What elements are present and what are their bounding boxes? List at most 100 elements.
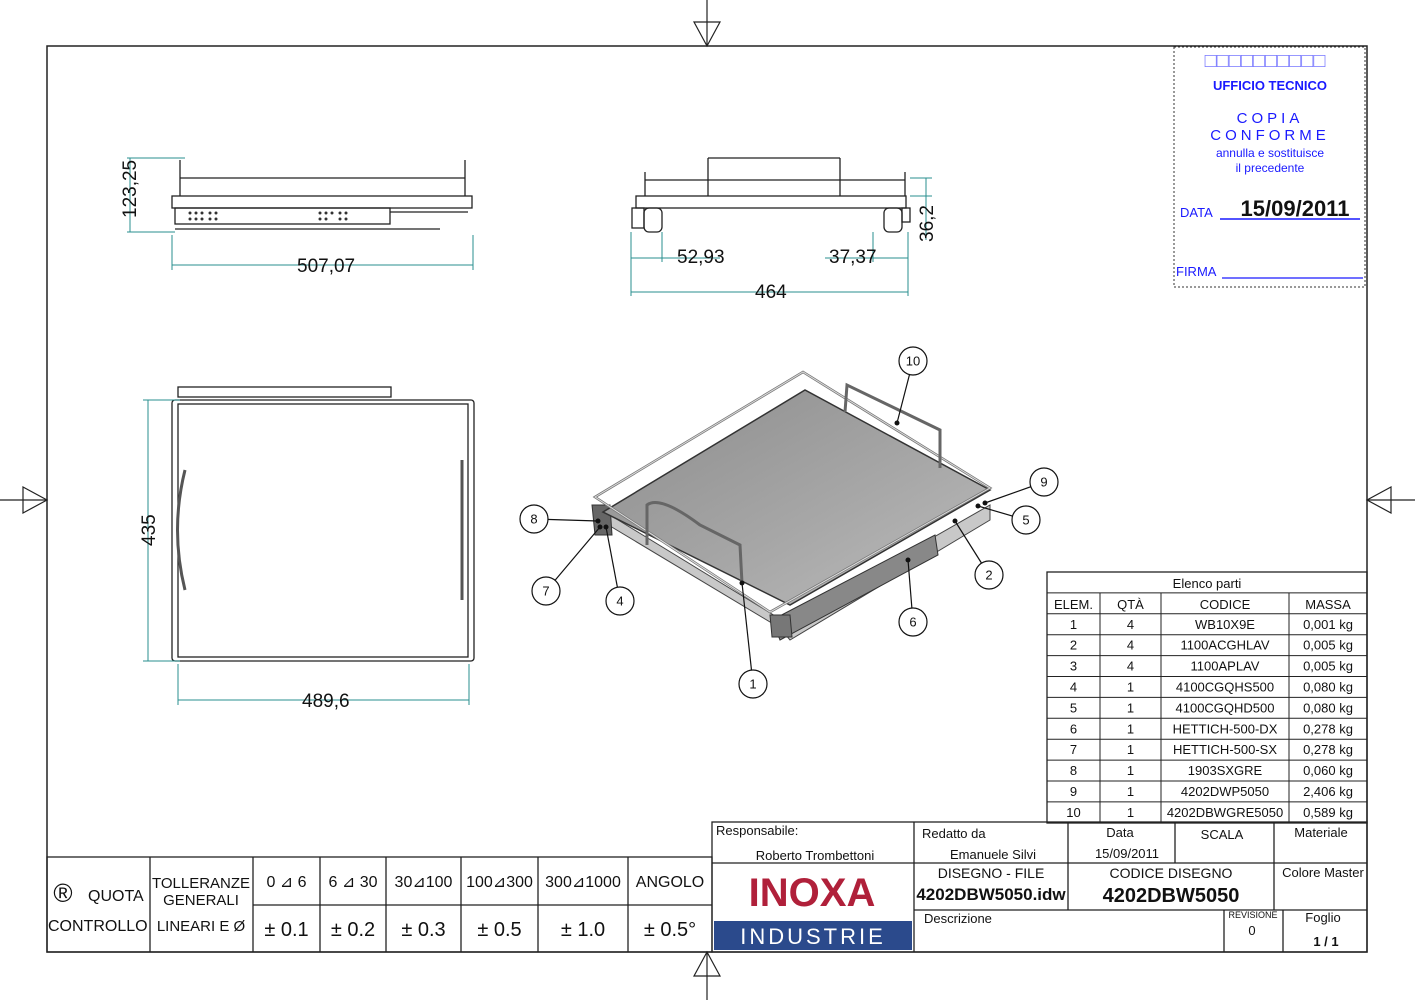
controllo-label: CONTROLLO [48, 918, 148, 935]
parts-cell: 4 [1127, 659, 1134, 674]
dim-side-right: 37,37 [829, 247, 877, 268]
parts-cell: 0,080 kg [1303, 680, 1353, 695]
foglio-value: 1 / 1 [1313, 934, 1338, 949]
parts-cell: 0,005 kg [1303, 638, 1353, 653]
parts-cell: WB10X9E [1195, 617, 1255, 632]
parts-cell: 1903SXGRE [1188, 763, 1263, 778]
parts-header: MASSA [1305, 597, 1351, 612]
codice-label: CODICE DISEGNO [1110, 865, 1233, 881]
lineari-label: LINEARI E Ø [157, 918, 246, 935]
tolerance-range: 6 ⊿ 30 [329, 874, 378, 891]
tolleranze-label: TOLLERANZE [152, 875, 250, 892]
stamp-sign-label: FIRMA [1176, 264, 1217, 279]
balloon-circle [1029, 467, 1059, 497]
balloon-circle [898, 346, 928, 376]
approval-stamp: □□□□□□□□□□ UFFICIO TECNICO COPIA CONFORM… [1173, 46, 1366, 288]
dim-side-height: 36,2 [917, 205, 938, 242]
stamp-office: UFFICIO TECNICO [1213, 78, 1327, 93]
parts-cell: 1100APLAV [1191, 659, 1260, 674]
redatto-label: Redatto da [922, 826, 986, 841]
leader-dot [905, 557, 911, 563]
isometric-view [591, 370, 993, 641]
parts-cell: 7 [1070, 742, 1077, 757]
balloon-circle [519, 504, 549, 534]
tolerance-range: 30⊿100 [395, 874, 453, 891]
leader-dot [982, 500, 988, 506]
balloon-leader [741, 582, 754, 685]
top-view: 435 489,6 [139, 386, 475, 712]
parts-cell: HETTICH-500-SX [1173, 742, 1277, 757]
balloon-circle [738, 669, 768, 699]
parts-cell: 6 [1070, 721, 1077, 736]
data-value: 15/09/2011 [1095, 846, 1159, 861]
dim-front-width: 507,07 [297, 256, 355, 277]
logo-bottom-bg [714, 921, 912, 950]
balloon-circle [605, 586, 635, 616]
parts-header: QTÀ [1117, 597, 1144, 612]
registered-icon: ® [53, 878, 72, 908]
file-label: DISEGNO - FILE [938, 865, 1045, 881]
stamp-boxes: □□□□□□□□□□ [1205, 50, 1326, 72]
parts-cell: 0,589 kg [1303, 805, 1353, 820]
tolerance-range: ANGOLO [636, 874, 704, 891]
logo-industrie: INDUSTRIE [740, 924, 886, 949]
logo-top-bg [714, 865, 912, 921]
file-value: 4202DBW5050.idw [916, 885, 1066, 904]
tolerance-value: ± 0.5 [477, 919, 521, 941]
dim-front-height: 123,25 [120, 160, 141, 218]
logo-inoxa: INOXA [749, 871, 876, 915]
balloon-number: 8 [530, 512, 537, 527]
side-view: 52,93 37,37 36,2 464 [630, 157, 938, 303]
stamp-note2: il precedente [1236, 161, 1305, 175]
parts-cell: 1 [1127, 763, 1134, 778]
parts-cell: 1 [1127, 784, 1134, 799]
tolerance-value: ± 0.5° [644, 919, 696, 941]
foglio-label: Foglio [1305, 910, 1340, 925]
parts-cell: 0,080 kg [1303, 700, 1353, 715]
parts-cell: 0,005 kg [1303, 659, 1353, 674]
balloon-number: 7 [542, 584, 549, 599]
parts-cell: 1100ACGHLAV [1180, 638, 1269, 653]
stamp-note1: annulla e sostituisce [1216, 146, 1324, 160]
leader-dot [597, 524, 603, 530]
data-label: Data [1106, 825, 1134, 840]
tolerance-range: 100⊿300 [466, 874, 533, 891]
tolerance-value: ± 0.2 [331, 919, 375, 941]
materiale-label: Materiale [1294, 825, 1347, 840]
parts-cell: 9 [1070, 784, 1077, 799]
responsabile-value: Roberto Trombettoni [756, 848, 875, 863]
parts-row: 1 4 WB10X9E 0,001 kg [1070, 617, 1353, 632]
descrizione-label: Descrizione [924, 911, 992, 926]
leader-dot [595, 518, 601, 524]
leader-dot [739, 580, 745, 586]
parts-cell: 0,278 kg [1303, 721, 1353, 736]
responsabile-label: Responsabile: [716, 823, 798, 838]
parts-cell: 4202DBWGRE5050 [1167, 805, 1283, 820]
parts-cell: 1 [1070, 617, 1077, 632]
parts-cell: 4100CGQHD500 [1176, 700, 1275, 715]
parts-cell: 4 [1127, 617, 1134, 632]
dim-top-depth: 435 [139, 514, 160, 546]
revisione-label: REVISIONE [1228, 910, 1277, 920]
balloon-circle [974, 560, 1004, 590]
tolerance-range: 0 ⊿ 6 [266, 874, 306, 891]
revisione-value: 0 [1248, 923, 1255, 938]
parts-cell: 10 [1066, 805, 1080, 820]
parts-header: CODICE [1200, 597, 1251, 612]
codice-value: 4202DBW5050 [1103, 885, 1240, 907]
parts-cell: 0,001 kg [1303, 617, 1353, 632]
generali-label: GENERALI [163, 892, 239, 909]
balloon-circle [531, 576, 561, 606]
